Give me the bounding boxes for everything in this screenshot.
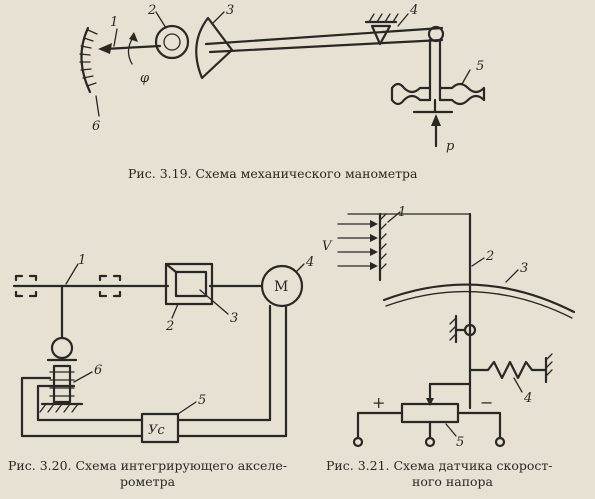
pinion-gear [154,24,190,60]
plate-hatch [379,213,387,271]
fig320-leaders [65,263,305,415]
rotation-arrowhead [129,32,138,42]
motor-symbol: M [274,279,288,295]
fig321-label-v: V [322,239,333,254]
manometer-scale-ticks [79,29,98,87]
lever-lower [208,38,444,54]
fig319-caption: Рис. 3.19. Схема механического манометра [128,166,418,181]
amplifier-symbol: Ус [148,423,165,438]
fig319-label-phi: φ [140,71,150,86]
manometer-scale-arc [80,26,92,94]
coil-windings [49,371,75,397]
pivot-hatch [449,317,457,341]
wire-amp-motor-1 [176,304,272,422]
fig321-caption-line2: ного напора [412,474,494,489]
bearings [14,274,122,298]
fig-3-21: 1 2 3 4 5 V + − Рис. 3.21. Схема датчика… [322,205,576,489]
lever-upper [204,26,444,46]
fig-3-20: M Ус 1 2 3 4 [8,253,314,489]
fig321-label-5: 5 [456,435,464,450]
flow-arrows [337,220,378,270]
coupling-rotor [174,270,208,298]
fig319-label-4: 4 [409,3,418,18]
fig319-label-p: p [446,139,455,154]
fig321-label-3: 3 [520,261,528,276]
fig321-label-plus: + [372,393,385,412]
lever-end-joint [427,25,445,43]
fig320-label-3: 3 [230,311,238,326]
bellows-right [438,82,486,106]
wire-amp-motor-2 [176,304,288,438]
terminal-mid [424,436,436,448]
fig319-label-1: 1 [110,15,118,30]
pressure-arrowhead [431,114,441,126]
fig320-caption-line1: Рис. 3.20. Схема интегрирующего акселе- [8,458,287,473]
fig320-caption-line2: рометра [120,474,176,489]
coil-core [52,364,72,404]
pendulum-mass [50,336,74,360]
fig320-label-2: 2 [165,319,174,334]
supply-right [456,411,502,440]
fig320-label-5: 5 [198,393,206,408]
fig321-label-2: 2 [485,249,494,264]
gear-sector [195,16,234,80]
fig319-label-2: 2 [147,3,156,18]
fig321-label-minus: − [480,393,493,412]
coil-hatch [39,403,79,413]
membrane-arc-inner [385,290,573,319]
wire-lower [20,376,144,438]
pointer-arrowhead [98,43,112,54]
fig319-label-5: 5 [476,59,484,74]
fulcrum-hatch [368,13,399,23]
membrane-arc [382,283,576,314]
pinion-hub [163,33,181,51]
fig319-leaders [95,11,471,117]
terminal-left [352,436,364,448]
amplifier-block [140,412,180,444]
manometer-pointer [102,44,162,51]
fig321-label-4: 4 [523,391,532,406]
terminal-right [494,436,506,448]
wire-upper [36,384,144,422]
potentiometer [400,402,460,424]
fig-3-19: 1 2 3 4 5 6 φ p Рис. 3.19. Схема механич… [79,3,486,181]
spring [468,360,548,380]
coupling-lip [164,262,178,274]
lever-fulcrum [370,24,392,46]
bellows-left [390,82,432,106]
motor [260,264,304,308]
spring-hatch [545,353,553,377]
fig321-caption-line1: Рис. 3.21. Схема датчика скорост- [326,458,553,473]
fig319-label-6: 6 [92,119,100,134]
fig321-leaders [387,211,523,437]
fig320-label-6: 6 [94,363,102,378]
pot-wiper-arrowhead [426,398,434,406]
fig319-label-3: 3 [226,3,234,18]
fig320-label-4: 4 [305,255,314,270]
supply-left [356,411,404,440]
fig320-label-1: 1 [78,253,86,268]
coupling-housing [164,262,214,306]
fig321-label-1: 1 [398,205,406,220]
